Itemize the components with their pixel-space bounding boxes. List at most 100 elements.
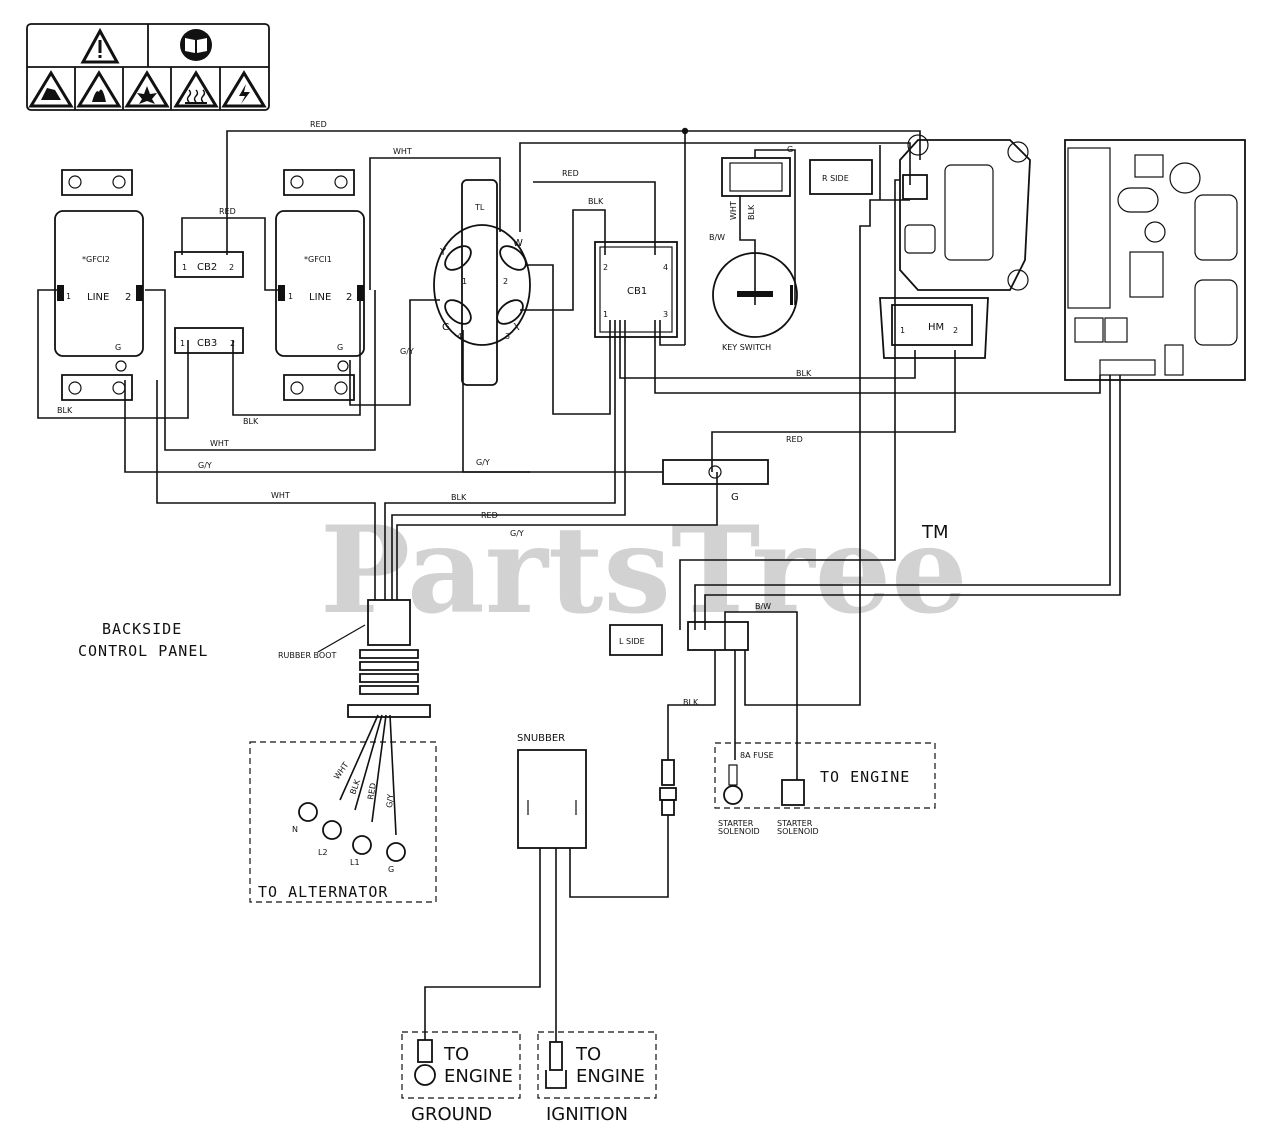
svg-text:TO ENGINE: TO ENGINE: [820, 768, 910, 786]
svg-text:B/W: B/W: [755, 602, 771, 611]
read-manual-icon: [180, 29, 212, 61]
l-side-tag: L SIDE: [609, 621, 749, 656]
wire-gy-1: [124, 380, 530, 473]
warning-icon: [80, 27, 120, 64]
wire-blk-tl: [528, 264, 611, 415]
svg-text:L1: L1: [350, 858, 360, 867]
wire-red-ground: [711, 350, 956, 472]
svg-text:RED: RED: [562, 169, 579, 178]
svg-text:2: 2: [503, 277, 508, 286]
hot-surface-icon: [173, 70, 219, 108]
wire-red-cb2: [181, 217, 280, 291]
svg-text:CB3: CB3: [197, 338, 217, 349]
svg-text:4: 4: [457, 332, 462, 341]
svg-text:G/Y: G/Y: [400, 347, 414, 356]
safety-warning-panel: [26, 23, 270, 111]
wire-pcb-2: [704, 375, 1121, 630]
gfci1-receptacle: *GFCI1 LINE 1 2 G: [275, 169, 365, 401]
svg-text:CB2: CB2: [197, 262, 217, 273]
wire-ks-bw: [739, 195, 756, 305]
electrical-shock-icon: [221, 70, 267, 108]
svg-text:G/Y: G/Y: [385, 794, 395, 809]
engine-ignition-terminal: TO ENGINE IGNITION: [537, 1031, 657, 1125]
svg-text:STARTER: STARTER: [718, 819, 754, 828]
wire-tr-2: [744, 199, 910, 706]
gfci2-label: *GFCI2: [82, 255, 110, 264]
twist-lock-receptacle: TL Y W G X 1 2 3 4: [433, 179, 531, 386]
svg-text:TO: TO: [575, 1044, 601, 1065]
wire-wht-1: [145, 289, 376, 451]
svg-text:WHT: WHT: [729, 201, 738, 220]
wire-blk-right: [654, 320, 1101, 394]
asphyxiation-hazard-icon: [28, 70, 74, 108]
svg-text:RED: RED: [786, 435, 803, 444]
svg-text:BLK: BLK: [747, 204, 756, 220]
svg-text:3: 3: [663, 310, 668, 319]
wire-top-2: [519, 142, 911, 232]
explosion-hazard-icon: [124, 70, 170, 108]
svg-text:TO: TO: [443, 1044, 469, 1065]
svg-text:BLK: BLK: [683, 698, 699, 707]
wire-blk-gfci2: [37, 289, 189, 419]
svg-text:RED: RED: [366, 782, 378, 800]
control-board: [1064, 139, 1246, 381]
svg-text:RUBBER BOOT: RUBBER BOOT: [278, 651, 336, 660]
alternator-leads: TO ALTERNATOR WHT BLK RED G/Y N L2 L1 G: [249, 741, 437, 903]
svg-text:3: 3: [505, 332, 510, 341]
watermark: PartsTree TM: [320, 500, 967, 641]
svg-text:B/W: B/W: [709, 233, 725, 242]
wire-gy-3: [396, 472, 718, 600]
svg-text:TL: TL: [474, 203, 485, 212]
wire-pcb-1: [694, 375, 1111, 630]
svg-text:G: G: [115, 343, 121, 352]
svg-text:1: 1: [462, 277, 467, 286]
svg-text:SOLENOID: SOLENOID: [718, 827, 760, 836]
svg-text:L2: L2: [318, 848, 328, 857]
svg-text:HM: HM: [928, 322, 944, 333]
rubber-boot: RUBBER BOOT: [278, 599, 431, 718]
r-side-tag: R SIDE: [809, 159, 873, 195]
wire-red-cb1: [659, 320, 685, 346]
svg-text:SNUBBER: SNUBBER: [517, 733, 565, 744]
ground-label: GROUND: [411, 1104, 492, 1125]
svg-text:WHT: WHT: [332, 760, 350, 781]
snubber: SNUBBER: [517, 733, 587, 849]
backside-control-panel-label: BACKSIDE CONTROL PANEL: [78, 620, 207, 660]
svg-text:2: 2: [229, 263, 234, 272]
svg-text:R SIDE: R SIDE: [822, 174, 849, 183]
wire-blk-2: [384, 320, 616, 600]
wire-gy-2: [462, 330, 663, 473]
svg-text:2: 2: [125, 292, 131, 303]
svg-text:RED: RED: [481, 511, 498, 520]
svg-text:2: 2: [603, 263, 608, 272]
key-switch-label: KEY SWITCH: [722, 343, 771, 352]
cb3-breaker: 1 CB3 2: [174, 327, 244, 354]
wiring: [37, 127, 1121, 1042]
svg-text:1: 1: [288, 292, 293, 301]
watermark-text: PartsTree: [320, 500, 967, 641]
gfci1-line-label: LINE: [309, 292, 331, 303]
cb1-breaker: CB1 2 4 1 3: [594, 241, 678, 338]
svg-text:CB1: CB1: [627, 286, 647, 297]
wire-blk-cb3: [232, 290, 361, 416]
wire-wht-top: [369, 157, 501, 290]
svg-text:W: W: [513, 238, 523, 249]
svg-text:BLK: BLK: [243, 417, 259, 426]
gfci2-line-label: LINE: [87, 292, 109, 303]
wire-red-2: [391, 320, 626, 600]
svg-text:G: G: [731, 492, 739, 503]
svg-text:2: 2: [953, 326, 958, 335]
wire-snubber-gnd: [424, 848, 541, 1040]
ground-block: G: [662, 459, 769, 503]
svg-text:Y: Y: [439, 247, 447, 258]
gfci2-receptacle: *GFCI2 LINE 1 2 G: [54, 169, 144, 401]
svg-text:1: 1: [900, 326, 905, 335]
svg-text:BACKSIDE: BACKSIDE: [102, 620, 182, 638]
wire-red-top: [226, 130, 921, 255]
engine-fuse-block: 8A FUSE TO ENGINE STARTER SOLENOID START…: [714, 742, 936, 836]
svg-text:X: X: [513, 322, 520, 333]
inline-connector: [659, 759, 677, 816]
watermark-tm: TM: [921, 522, 949, 543]
svg-text:G: G: [388, 865, 394, 874]
svg-text:SOLENOID: SOLENOID: [777, 827, 819, 836]
